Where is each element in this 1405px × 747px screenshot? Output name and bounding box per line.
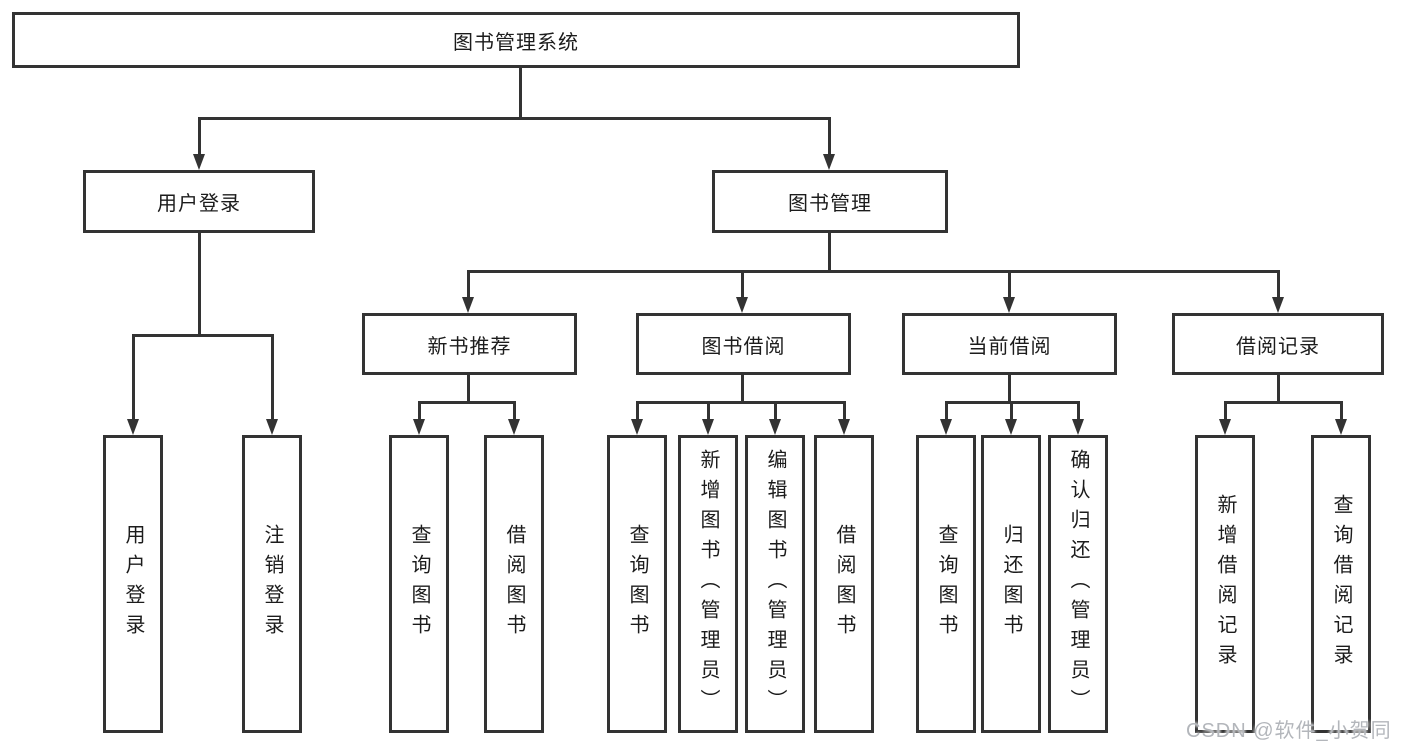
- leaf-add-books-admin: 新增图书（管理员）: [678, 435, 738, 733]
- leaf-borrow-books: 借阅图书: [814, 435, 874, 733]
- leaf-return-books: 归还图书: [981, 435, 1041, 733]
- connector-line: [1008, 270, 1011, 300]
- connector-line: [636, 401, 846, 404]
- leaf-query-borrow-record-label: 查询借阅记录: [1330, 494, 1352, 674]
- leaf-confirm-return-admin: 确认归还（管理员）: [1048, 435, 1108, 733]
- leaf-borrow-books-label: 借阅图书: [833, 524, 855, 644]
- leaf-logout: 注销登录: [242, 435, 302, 733]
- node-new-book-recommend: 新书推荐: [362, 313, 577, 375]
- connector-line: [828, 117, 831, 157]
- leaf-confirm-return-admin-label: 确认归还（管理员）: [1067, 449, 1089, 719]
- connector-arrowhead-icon: [838, 419, 850, 435]
- connector-line: [198, 117, 831, 120]
- connector-arrowhead-icon: [736, 297, 748, 313]
- node-book-borrowing: 图书借阅: [636, 313, 851, 375]
- leaf-return-books-label: 归还图书: [1000, 524, 1022, 644]
- node-new-book-recommend-label: 新书推荐: [427, 335, 512, 358]
- leaf-add-borrow-record-label: 新增借阅记录: [1214, 494, 1236, 674]
- connector-line: [707, 401, 710, 422]
- connector-line: [418, 401, 516, 404]
- leaf-query-books-borrow: 查询图书: [607, 435, 667, 733]
- connector-line: [198, 232, 201, 336]
- connector-arrowhead-icon: [462, 297, 474, 313]
- leaf-add-borrow-record: 新增借阅记录: [1195, 435, 1255, 733]
- connector-arrowhead-icon: [193, 154, 205, 170]
- connector-line: [513, 401, 516, 422]
- connector-arrowhead-icon: [1335, 419, 1347, 435]
- connector-line: [1340, 401, 1343, 422]
- connector-line: [132, 334, 274, 337]
- node-current-borrowing-label: 当前借阅: [967, 335, 1052, 358]
- leaf-edit-books-admin: 编辑图书（管理员）: [745, 435, 805, 733]
- node-book-management-label: 图书管理: [788, 193, 872, 215]
- connector-line: [774, 401, 777, 422]
- connector-line: [1008, 374, 1011, 403]
- leaf-query-books-current-label: 查询图书: [935, 524, 957, 644]
- connector-arrowhead-icon: [1072, 419, 1084, 435]
- connector-line: [1077, 401, 1080, 422]
- node-borrowing-records: 借阅记录: [1172, 313, 1384, 375]
- connector-arrowhead-icon: [631, 419, 643, 435]
- leaf-user-login: 用户登录: [103, 435, 163, 733]
- connector-line: [467, 270, 470, 300]
- leaf-user-login-label: 用户登录: [122, 524, 144, 644]
- node-borrowing-records-label: 借阅记录: [1236, 335, 1320, 358]
- connector-arrowhead-icon: [1272, 297, 1284, 313]
- connector-line: [1277, 374, 1280, 403]
- node-user-login: 用户登录: [83, 170, 315, 233]
- leaf-edit-books-admin-label: 编辑图书（管理员）: [764, 449, 786, 719]
- connector-arrowhead-icon: [823, 154, 835, 170]
- csdn-watermark: CSDN @软件_小贺同学: [1186, 720, 1392, 742]
- connector-line: [418, 401, 421, 422]
- leaf-query-books-newrec: 查询图书: [389, 435, 449, 733]
- connector-line: [132, 334, 135, 422]
- leaf-borrow-books-newrec: 借阅图书: [484, 435, 544, 733]
- connector-arrowhead-icon: [940, 419, 952, 435]
- connector-line: [636, 401, 639, 422]
- leaf-query-borrow-record: 查询借阅记录: [1311, 435, 1371, 733]
- connector-arrowhead-icon: [702, 419, 714, 435]
- connector-arrowhead-icon: [1219, 419, 1231, 435]
- node-library-system: 图书管理系统: [12, 12, 1020, 68]
- connector-line: [467, 270, 1280, 273]
- connector-line: [1010, 401, 1013, 422]
- connector-line: [741, 374, 744, 403]
- connector-arrowhead-icon: [508, 419, 520, 435]
- connector-arrowhead-icon: [769, 419, 781, 435]
- connector-line: [843, 401, 846, 422]
- leaf-query-books-newrec-label: 查询图书: [408, 524, 430, 644]
- leaf-borrow-books-newrec-label: 借阅图书: [503, 524, 525, 644]
- connector-arrowhead-icon: [1005, 419, 1017, 435]
- node-user-login-label: 用户登录: [157, 193, 241, 215]
- connector-arrowhead-icon: [266, 419, 278, 435]
- node-book-management: 图书管理: [712, 170, 948, 233]
- connector-line: [1277, 270, 1280, 300]
- connector-line: [1224, 401, 1343, 404]
- connector-line: [741, 270, 744, 300]
- leaf-logout-label: 注销登录: [261, 524, 283, 644]
- leaf-query-books-current: 查询图书: [916, 435, 976, 733]
- node-book-borrowing-label: 图书借阅: [701, 335, 786, 358]
- connector-line: [1224, 401, 1227, 422]
- connector-arrowhead-icon: [413, 419, 425, 435]
- leaf-query-books-borrow-label: 查询图书: [626, 524, 648, 644]
- connector-line: [519, 67, 522, 119]
- connector-line: [945, 401, 948, 422]
- connector-line: [467, 374, 470, 403]
- connector-arrowhead-icon: [127, 419, 139, 435]
- connector-line: [271, 334, 274, 422]
- connector-line: [828, 232, 831, 272]
- leaf-add-books-admin-label: 新增图书（管理员）: [697, 449, 719, 719]
- connector-arrowhead-icon: [1003, 297, 1015, 313]
- connector-line: [198, 117, 201, 157]
- node-library-system-label: 图书管理系统: [453, 31, 579, 54]
- node-current-borrowing: 当前借阅: [902, 313, 1117, 375]
